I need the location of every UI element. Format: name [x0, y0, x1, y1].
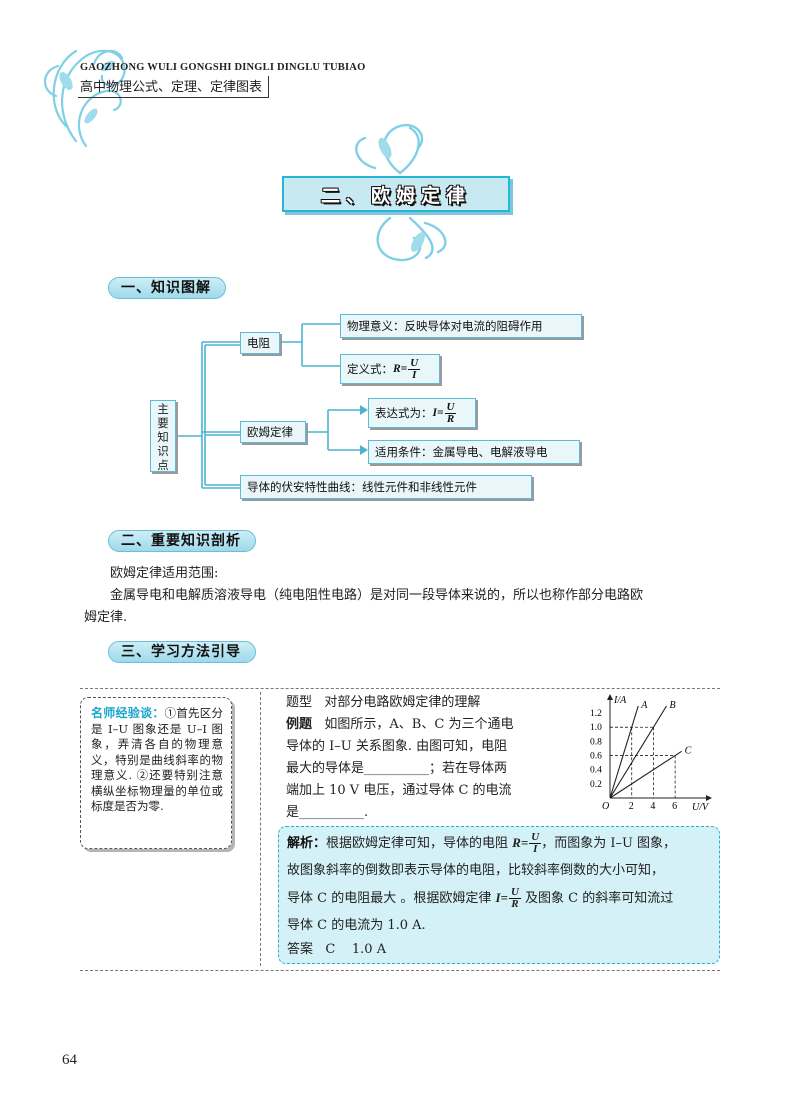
divider-top: [80, 688, 720, 689]
y-tick-label: 0.6: [590, 752, 602, 762]
question-type-text: 对部分电路欧姆定律的理解: [324, 695, 481, 710]
section-header-key-analysis: 二、重要知识剖析: [108, 530, 256, 552]
question-type-label: 题型: [286, 695, 313, 710]
divider-bottom: [80, 970, 720, 971]
series-label-c: C: [685, 745, 692, 756]
question-line-4: 端加上 10 V 电压，通过导体 C 的电流: [286, 783, 512, 798]
question-line-2: 导体的 I–U 关系图象. 由图可知，电阻: [286, 739, 508, 754]
question-line-5: 是__________.: [286, 805, 369, 820]
solution-text-1a: 根据欧姆定律可知，导体的电阻: [326, 836, 513, 851]
y-axis-label: I/A: [613, 695, 627, 706]
y-tick-label: 0.8: [590, 737, 602, 747]
y-tick-label: 1.2: [590, 709, 602, 719]
solution-line-2: 故图象斜率的倒数即表示导体的电阻，比较斜率倒数的大小可知，: [287, 863, 665, 878]
fraction-denominator: R: [511, 898, 519, 910]
iu-chart: A B C 2 4 6 0.2 0.4 0.6 0.8 1.0 1.2O U/V I/A: [590, 694, 712, 813]
x-tick-label: 2: [629, 801, 634, 812]
y-tick-label: 1.0: [590, 723, 602, 733]
divider-vertical: [260, 692, 261, 966]
fraction-numerator: U: [529, 831, 542, 844]
swirl-ornament-top-left: [43, 49, 126, 148]
fraction-numerator: U: [444, 400, 457, 414]
main-char: 识: [157, 444, 169, 458]
series-line-c: [609, 750, 682, 799]
ohm-expr-prefix: 表达式为：: [375, 406, 433, 420]
x-tick-label: 4: [650, 801, 655, 812]
question-line-3: 最大的导体是__________；若在导体两: [286, 761, 508, 776]
y-axis-arrow: [607, 694, 613, 700]
question-line-1: 例题 如图所示，A、B、C 为三个通电: [286, 714, 513, 736]
origin-label: O: [602, 801, 609, 812]
solution-formula-lhs-2: I=: [495, 890, 508, 905]
analysis-line-2: 金属导电和电解质溶液导电（纯电阻性电路）是对同一段导体来说的，所以也称作部分电路…: [110, 588, 644, 603]
res-def-fraction: U I: [408, 356, 421, 381]
main-char: 要: [157, 416, 169, 430]
section-header-method-guide: 三、学习方法引导: [108, 641, 256, 663]
chapter-title-box: 二、欧姆定律: [282, 176, 510, 212]
node-ohm-expression: 表达式为： I= U R: [368, 398, 476, 428]
page-number: 64: [62, 1052, 77, 1068]
teacher-tip-box: 名师经验谈：①首先区分是 I–U 图象还是 U–I 图象，弄清各自的物理意义，特…: [80, 697, 232, 849]
section-header-knowledge-diagram: 一、知识图解: [108, 277, 226, 299]
question-text-1: 如图所示，A、B、C 为三个通电: [324, 717, 514, 732]
main-char: 点: [157, 458, 169, 472]
fraction-numerator: U: [408, 356, 421, 370]
x-axis-arrow: [706, 795, 712, 801]
x-tick-label: 6: [672, 801, 677, 812]
analysis-line-3: 姆定律.: [84, 610, 128, 625]
series-line-a: [609, 705, 639, 799]
solution-text-1b: ，而图象为 I–U 图象，: [541, 836, 677, 851]
analysis-line-1: 欧姆定律适用范围:: [110, 566, 219, 581]
x-axis-label: U/V: [692, 802, 710, 813]
series-label-a: A: [640, 700, 648, 711]
node-ohm-law: 欧姆定律: [240, 421, 306, 443]
fraction-numerator: U: [508, 886, 521, 899]
res-def-lhs: R=: [393, 363, 408, 375]
solution-label: 解析：: [287, 836, 327, 851]
solution-text-3a: 导体 C 的电阻最大 。根据欧姆定律: [287, 891, 496, 906]
solution-text-3b: 及图象 C 的斜率可知流过: [520, 891, 674, 906]
node-resistance-definition: 定义式： R= U I: [340, 354, 440, 384]
answer-text: C 1.0 A: [325, 942, 387, 957]
y-tick-label: 0.4: [590, 766, 602, 776]
ohm-expr-fraction: U R: [444, 400, 457, 425]
answer-label: 答案: [287, 942, 314, 957]
series-label-b: B: [669, 700, 675, 711]
fraction-denominator: I: [533, 843, 538, 855]
solution-line-4: 导体 C 的电流为 1.0 A.: [287, 918, 426, 933]
example-label: 例题: [286, 717, 313, 732]
header-chinese-title: 高中物理公式、定理、定律图表: [78, 76, 270, 98]
solution-formula-lhs: R=: [512, 835, 529, 850]
tip-text: ①首先区分是 I–U 图象还是 U–I 图象，弄清各自的物理意义，特别是曲线斜率…: [91, 706, 223, 813]
answer-line: 答案 C 1.0 A: [287, 939, 711, 961]
ohm-expr-lhs: I=: [432, 407, 444, 419]
node-va-characteristic: 导体的伏安特性曲线：线性元件和非线性元件: [240, 475, 532, 499]
node-resistance-meaning: 物理意义：反映导体对电流的阻碍作用: [340, 314, 582, 338]
swirl-ornament-title: [355, 123, 447, 262]
fraction-denominator: I: [412, 368, 417, 381]
y-tick-label: 0.2: [590, 780, 602, 790]
main-char: 主: [157, 402, 169, 416]
header-english-title: GAOZHONG WULI GONGSHI DINGLI DINGLU TUBI…: [80, 62, 366, 73]
main-char: 知: [157, 430, 169, 444]
series-line-b: [609, 705, 667, 799]
fraction-denominator: R: [446, 412, 455, 425]
question-type: 题型 对部分电路欧姆定律的理解: [286, 692, 480, 714]
node-resistance: 电阻: [240, 332, 280, 354]
res-def-prefix: 定义式：: [347, 362, 393, 376]
node-ohm-condition: 适用条件：金属导电、电解液导电: [368, 440, 580, 464]
main-knowledge-point-box: 主 要 知 识 点: [150, 400, 176, 472]
chapter-title: 二、欧姆定律: [320, 184, 471, 207]
tip-label: 名师经验谈：: [91, 706, 165, 720]
